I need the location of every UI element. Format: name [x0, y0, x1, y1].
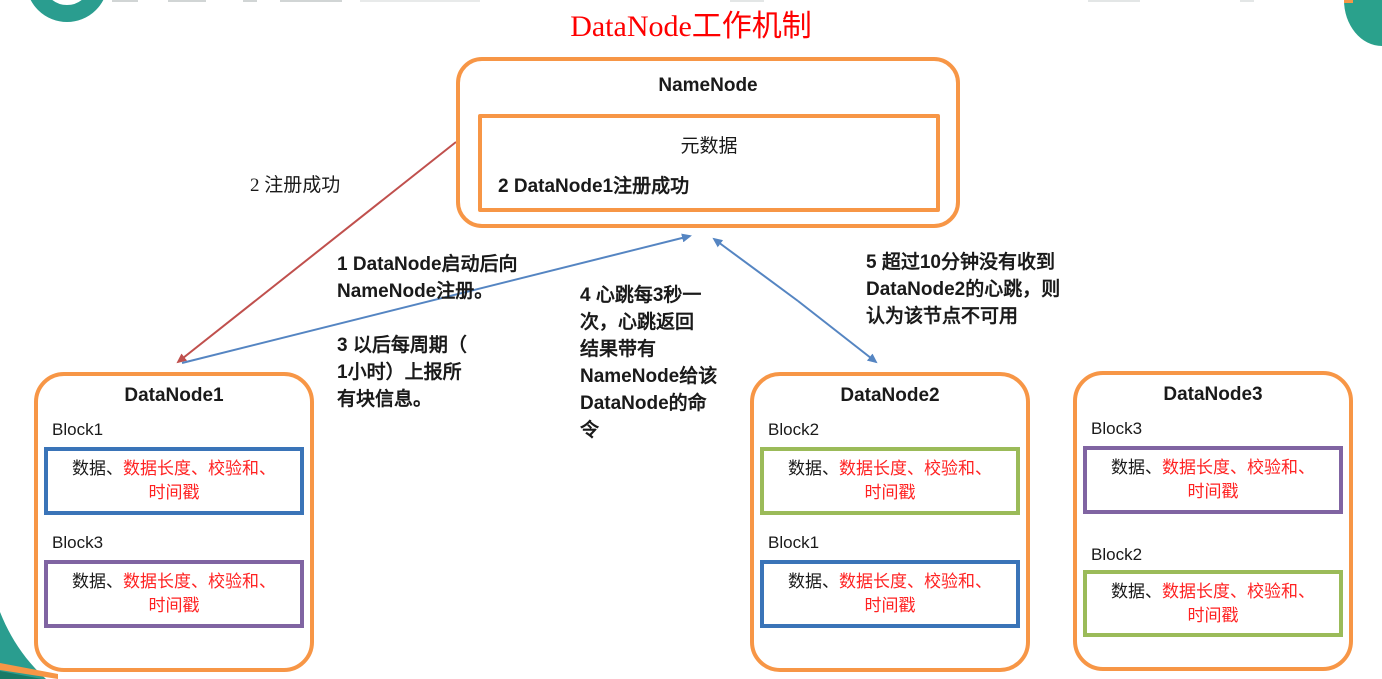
- block-text-black: 数据、: [72, 572, 123, 591]
- block-content-box: 数据、数据长度、校验和、 时间戳: [760, 560, 1020, 628]
- block-label: Block1: [768, 533, 820, 552]
- block-content-box: 数据、数据长度、校验和、 时间戳: [760, 447, 1020, 515]
- block-text-red: 时间戳: [1187, 605, 1239, 625]
- teal-swoosh-decoration: [0, 612, 58, 679]
- block-label: Block1: [52, 420, 104, 439]
- top-edge-artifact: [730, 0, 764, 2]
- namenode-title: NameNode: [658, 75, 758, 96]
- block-label: Block2: [768, 420, 820, 439]
- block-content-box: 数据、数据长度、校验和、 时间戳: [44, 560, 304, 628]
- top-edge-artifact: [112, 0, 138, 2]
- block-text-red: 数据长度、校验和、: [839, 572, 992, 591]
- block-label: Block3: [1091, 419, 1143, 438]
- block-label: Block3: [52, 533, 104, 552]
- block-content-box: 数据、数据长度、校验和、 时间戳: [1083, 570, 1343, 637]
- block-text-red: 时间戳: [864, 596, 916, 615]
- block-content-box: 数据、数据长度、校验和、 时间戳: [44, 447, 304, 515]
- register-success-note: 2 DataNode1注册成功: [498, 176, 690, 197]
- datanode2-title: DataNode2: [840, 385, 940, 406]
- datanode2-box: DataNode2 Block2 数据、数据长度、校验和、 时间戳 Block1…: [750, 372, 1030, 672]
- block-text-red: 数据长度、校验和、: [123, 459, 276, 478]
- block-text-red: 时间戳: [148, 483, 200, 502]
- block-text-red: 时间戳: [148, 596, 200, 615]
- metadata-label: 元数据: [680, 136, 738, 157]
- top-edge-artifact: [360, 0, 480, 2]
- block-label: Block2: [1091, 545, 1143, 564]
- arrow-heartbeat-up: [712, 237, 799, 302]
- block-text-black: 数据、: [788, 572, 839, 591]
- datanode1-box: DataNode1 Block1 数据、数据长度、校验和、 时间戳 Block3…: [34, 372, 314, 672]
- block-text-red: 数据长度、校验和、: [839, 459, 992, 478]
- metadata-box: 元数据 2 DataNode1注册成功: [478, 114, 940, 212]
- note-startup-register: 1 DataNode启动后向 NameNode注册。: [337, 254, 518, 302]
- block-text-red: 时间戳: [864, 483, 916, 502]
- block-text-red: 数据长度、校验和、: [1162, 458, 1315, 477]
- namenode-box: NameNode 元数据 2 DataNode1注册成功: [456, 57, 960, 228]
- block-text-black: 数据、: [788, 459, 839, 478]
- top-edge-artifact: [280, 0, 342, 2]
- note-register-success: 2 注册成功: [250, 175, 341, 196]
- orange-dot-decoration: [1344, 0, 1353, 3]
- block-text-red: 数据长度、校验和、: [1162, 581, 1315, 601]
- top-edge-artifact: [1088, 0, 1140, 2]
- datanode3-title: DataNode3: [1163, 384, 1263, 405]
- top-edge-artifact: [168, 0, 206, 2]
- block-text-black: 数据、: [1111, 581, 1162, 601]
- arrow-heartbeat-down: [797, 300, 878, 364]
- block-text-black: 数据、: [1111, 458, 1162, 477]
- datanode3-box: DataNode3 Block3 数据、数据长度、校验和、 时间戳 Block2…: [1073, 371, 1353, 671]
- block-text-black: 数据、: [72, 459, 123, 478]
- datanode1-title: DataNode1: [124, 385, 224, 406]
- block-text-red: 时间戳: [1187, 482, 1239, 501]
- note-timeout: 5 超过10分钟没有收到 DataNode2的心跳，则 认为该节点不可用: [866, 252, 1061, 327]
- block-content-box: 数据、数据长度、校验和、 时间戳: [1083, 446, 1343, 514]
- top-edge-artifact: [1240, 0, 1254, 2]
- block-text-red: 数据长度、校验和、: [123, 572, 276, 591]
- top-edge-artifact: [243, 0, 257, 2]
- page-title: DataNode工作机制: [570, 10, 812, 43]
- note-heartbeat: 4 心跳每3秒一 次，心跳返回 结果带有 NameNode给该 DataNode…: [580, 285, 718, 441]
- note-block-report: 3 以后每周期（ 1小时）上报所 有块信息。: [337, 335, 467, 410]
